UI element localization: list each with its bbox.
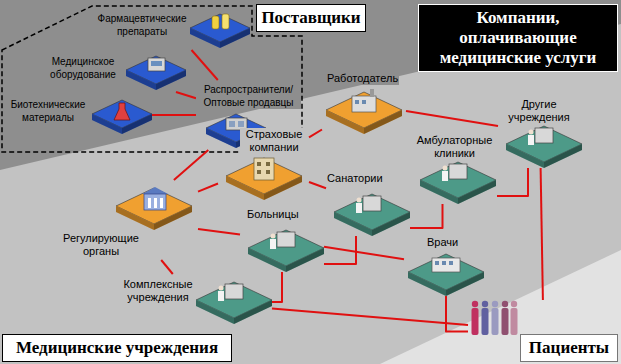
- connector-line: [446, 296, 468, 332]
- supplier-tile: Медицинское оборудование: [40, 52, 186, 92]
- facility-tile: Другие учреждения: [498, 98, 582, 168]
- facility-tile-shape: [408, 254, 484, 296]
- supplier-tile: Биотехнические материалы: [4, 94, 152, 136]
- connector-line: [410, 204, 443, 228]
- facility-icon: [356, 196, 381, 213]
- bottles-icon: [212, 14, 229, 29]
- supplier-tile-shape: [126, 56, 186, 90]
- node-label: Биотехнические материалы: [4, 98, 92, 124]
- light-ground: [380, 250, 621, 364]
- payer-tile: Страховые компании: [218, 128, 309, 202]
- node-label: Врачи: [426, 236, 459, 249]
- facility-tile-shape: [506, 126, 582, 168]
- payer-tile: Регулирующие органы: [58, 180, 198, 260]
- node-label: Страховые компании: [240, 128, 308, 154]
- facility-icon: [218, 284, 243, 301]
- connector-line: [497, 168, 528, 196]
- node-label: Распространители/ Оптовые продавцы: [196, 83, 301, 109]
- facility-tile-shape: [420, 162, 496, 204]
- facility-icon: [270, 232, 295, 249]
- node-label: Медицинское оборудование: [40, 55, 126, 81]
- connector-line: [272, 309, 468, 326]
- office-icon: [254, 158, 274, 180]
- facility-tile: Амбулаторные клиники: [412, 134, 497, 204]
- facility-tile: Врачи: [404, 236, 488, 296]
- flask-icon: [114, 103, 130, 120]
- connector-line: [309, 182, 326, 188]
- connector-line: [176, 92, 196, 98]
- node-label: Фармацевтические препараты: [96, 12, 188, 38]
- facility-tile: Комплексные учреждения: [120, 274, 272, 330]
- patients-figures: [472, 301, 518, 335]
- factory-icon: [352, 89, 376, 112]
- heading-text: Поставщики: [261, 8, 360, 28]
- section-heading: Медицинские учреждения: [2, 334, 232, 362]
- payer-tile-shape: [226, 158, 302, 200]
- node-label: Другие учреждения: [498, 98, 580, 124]
- node-label: Амбулаторные клиники: [412, 134, 497, 160]
- connector-line: [198, 184, 218, 192]
- dark-ground: [0, 0, 621, 170]
- supplier-tile: Фармацевтические препараты: [96, 10, 252, 50]
- node-label: Санатории: [326, 172, 384, 185]
- section-heading: Компании, оплачивающие медицинские услуг…: [418, 4, 618, 72]
- facility-tile-shape: [196, 282, 272, 324]
- section-heading: Поставщики: [256, 4, 366, 32]
- facility-tile: Больницы: [240, 208, 324, 272]
- connector-line: [161, 260, 173, 274]
- connector-line: [192, 50, 218, 80]
- patients-group: Пациенты: [468, 300, 619, 363]
- payer-tile-shape: [116, 188, 192, 230]
- node-label: Комплексные учреждения: [120, 278, 196, 304]
- heading-text: Пациенты: [520, 334, 618, 362]
- connector-line: [174, 150, 208, 180]
- payer-tile-shape: [326, 92, 402, 134]
- connector-line: [272, 272, 282, 302]
- connector-line: [324, 247, 404, 260]
- node-label: Больницы: [246, 208, 300, 221]
- facility-icon: [442, 164, 467, 181]
- supplier-tile-shape: [190, 14, 250, 48]
- heading-text: Компании, оплачивающие медицинские услуг…: [434, 8, 602, 68]
- facility-tile-shape: [248, 230, 324, 272]
- node-label: Работодатель: [326, 72, 399, 85]
- equipment-icon: [148, 58, 165, 71]
- facility-icon: [528, 128, 553, 145]
- facility-tile: Санатории: [326, 172, 410, 236]
- payer-tile: Работодатель: [322, 72, 406, 136]
- facility-tile-shape: [334, 194, 410, 236]
- connector-line: [541, 168, 543, 300]
- connector-line: [406, 111, 498, 126]
- connector-line: [309, 130, 322, 138]
- connector-line: [152, 114, 196, 116]
- node-label: Регулирующие органы: [58, 232, 144, 258]
- regulator-icon: [142, 187, 168, 210]
- heading-text: Медицинские учреждения: [16, 338, 218, 358]
- clinic-building-icon: [432, 258, 460, 272]
- supplier-tile-shape: [92, 100, 152, 134]
- connector-line: [198, 229, 240, 234]
